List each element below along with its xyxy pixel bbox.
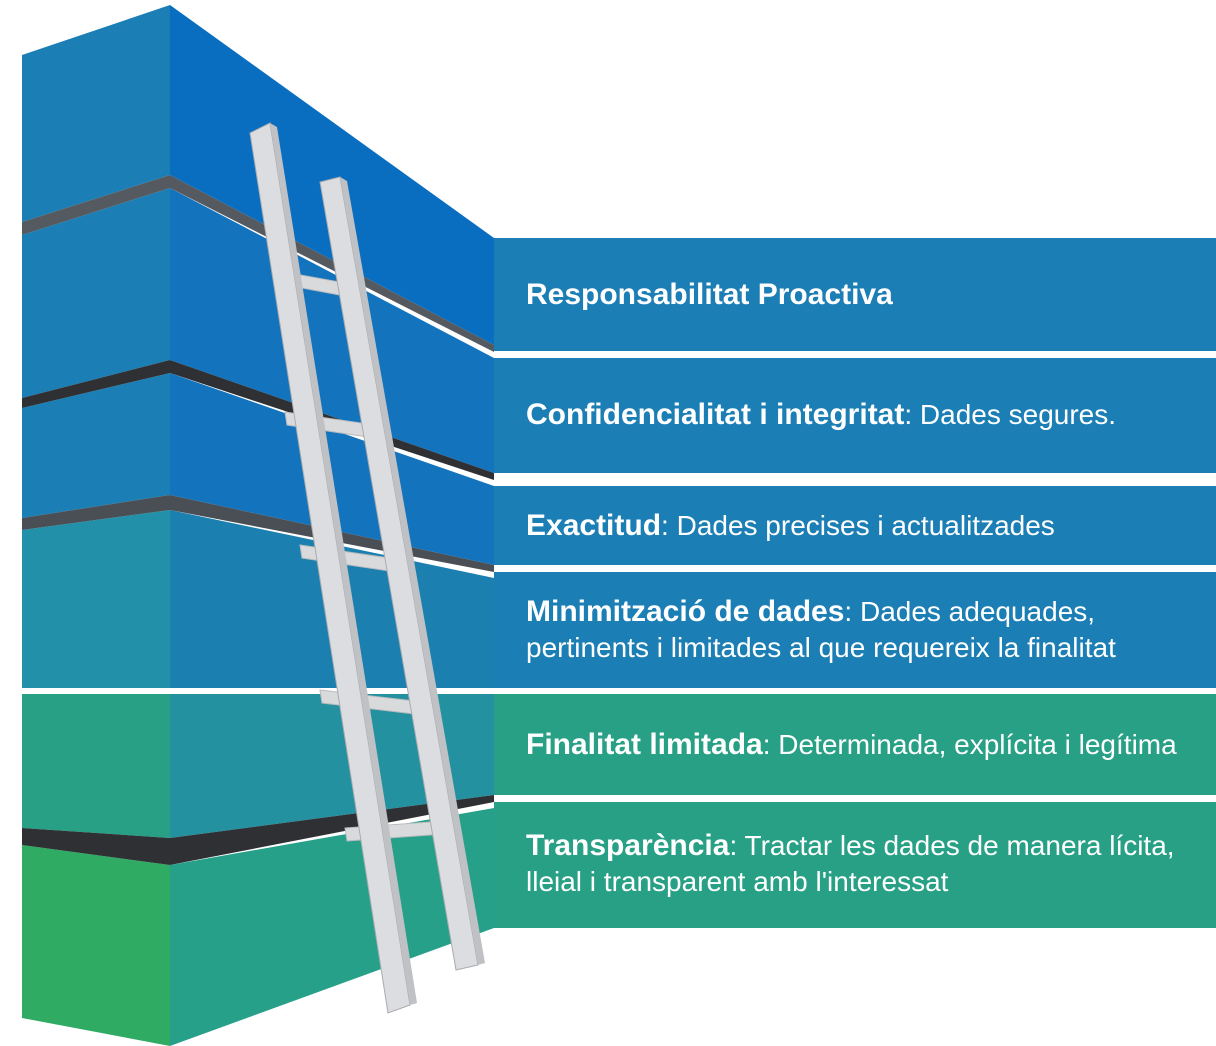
principle-title: Exactitud bbox=[526, 508, 662, 542]
principle-confidencialitat: Confidencialitat i integritat: Dades seg… bbox=[494, 370, 1216, 460]
band-4 bbox=[494, 572, 1216, 688]
principle-description: Dades adequades, pertinents i limitades … bbox=[526, 596, 1116, 663]
principle-description: Tractar les dades de manera lícita, llei… bbox=[526, 830, 1175, 897]
principle-finalitat: Finalitat limitada: Determinada, explíci… bbox=[494, 694, 1216, 795]
principle-separator: : bbox=[762, 728, 779, 760]
principle-description: Determinada, explícita i legítima bbox=[778, 728, 1177, 760]
block-5-right bbox=[170, 694, 494, 838]
ladder bbox=[249, 122, 485, 1014]
band-3 bbox=[494, 486, 1216, 565]
principle-separator: : bbox=[844, 596, 860, 627]
block-6-left bbox=[22, 845, 170, 1046]
band-1 bbox=[494, 238, 1216, 351]
principle-separator: : bbox=[729, 830, 745, 861]
block-6-right bbox=[170, 808, 494, 1046]
principle-separator: : bbox=[661, 509, 677, 541]
block-2-right bbox=[170, 188, 494, 473]
ladder-rail-left-edge bbox=[270, 123, 417, 1005]
block-2-left bbox=[22, 188, 170, 398]
block-3-right bbox=[170, 373, 494, 565]
ladder-rails bbox=[249, 122, 485, 1014]
block-1-right bbox=[170, 5, 494, 345]
principle-minimitzacio: Minimització de dades: Dades adequades, … bbox=[494, 572, 1216, 688]
label-bands bbox=[494, 238, 1216, 928]
block-5-left bbox=[22, 694, 170, 838]
band-5 bbox=[494, 694, 1216, 795]
band-2 bbox=[494, 358, 1216, 473]
tower-left-faces bbox=[22, 5, 170, 1046]
principle-title: Transparència bbox=[526, 829, 730, 862]
block-1-left bbox=[22, 5, 170, 222]
principle-title: Responsabilitat Proactiva bbox=[526, 277, 893, 311]
principle-description: Dades precises i actualitzades bbox=[676, 509, 1055, 541]
block-3-left bbox=[22, 373, 170, 518]
ladder-rail-right-edge bbox=[340, 177, 485, 965]
block-4-left bbox=[22, 510, 170, 688]
principle-title: Minimització de dades bbox=[526, 595, 845, 628]
band-6 bbox=[494, 802, 1216, 928]
principle-responsabilitat: Responsabilitat Proactiva bbox=[494, 238, 1216, 351]
principle-title: Finalitat limitada bbox=[526, 727, 763, 761]
principle-transparencia: Transparència: Tractar les dades de mane… bbox=[494, 802, 1216, 928]
principle-description: Dades segures. bbox=[919, 399, 1117, 430]
principle-separator: : bbox=[904, 399, 920, 430]
principle-exactitud: Exactitud: Dades precises i actualitzade… bbox=[494, 486, 1216, 565]
principle-title: Confidencialitat i integritat bbox=[526, 398, 905, 431]
